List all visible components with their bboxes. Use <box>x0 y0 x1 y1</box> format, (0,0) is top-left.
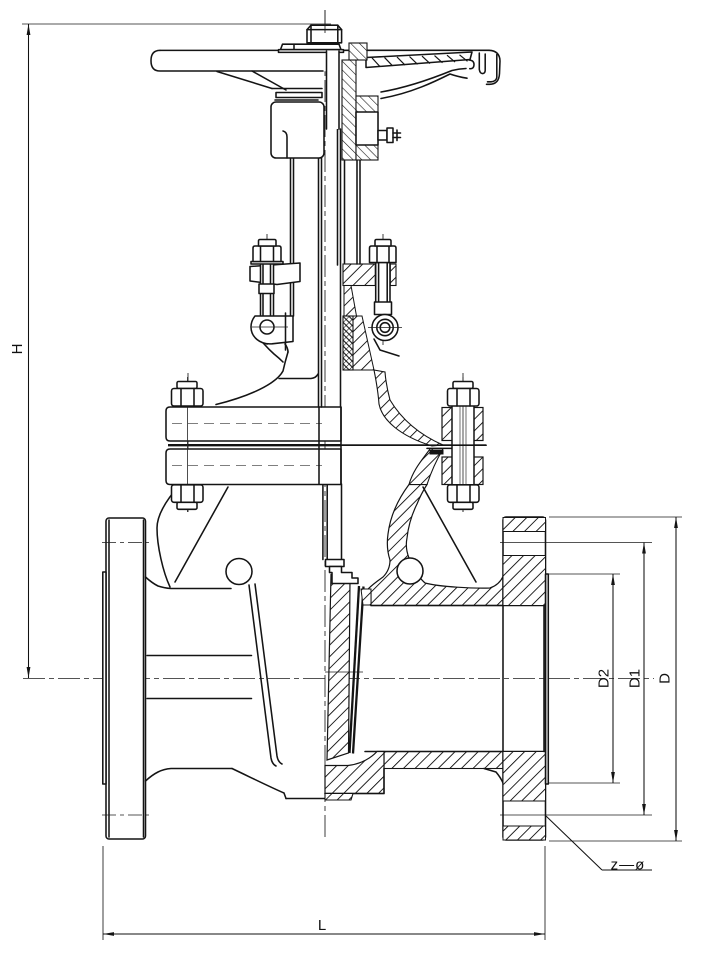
svg-text:D: D <box>657 673 674 684</box>
svg-text:H: H <box>9 344 26 355</box>
svg-text:D1: D1 <box>627 669 644 688</box>
svg-text:D2: D2 <box>596 669 613 688</box>
svg-text:z—ø: z—ø <box>611 857 646 874</box>
svg-text:L: L <box>318 917 326 934</box>
